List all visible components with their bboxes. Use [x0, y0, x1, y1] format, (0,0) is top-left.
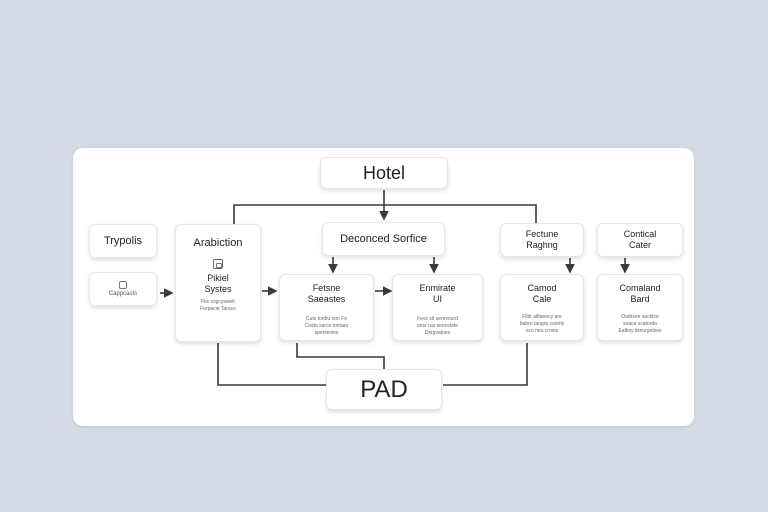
pad-node[interactable]: PAD — [326, 369, 442, 410]
trypolis-node[interactable]: Trypolis — [89, 224, 157, 258]
app-window-icon — [213, 259, 223, 269]
small-card-caption: Cappcasts — [108, 291, 138, 297]
comaland-node[interactable]: Comaland Bard Oadrsee vacktce soaca scat… — [597, 274, 683, 341]
fetsne-desc: Cuts tordiu oon Fo Costa sarce tomaro sp… — [304, 316, 349, 336]
enmirate-title: Enmirate UI — [419, 283, 456, 304]
contical-node[interactable]: Contical Cater — [597, 223, 683, 257]
arabiction-desc: Fiis sogcyswelt Ferpacie Taruce — [200, 299, 236, 312]
camod-desc: Filbt aiftanecy are babre tangra conrity… — [519, 314, 565, 334]
enmirate-desc: Fevs sit serevourd unsr ruu seonclete Ds… — [416, 316, 459, 336]
arabiction-node[interactable]: Arabiction Pikiel Systes Fiis sogcyswelt… — [175, 224, 261, 342]
deconced-service-node[interactable]: Deconced Sorfice — [322, 222, 445, 256]
fetsne-node[interactable]: Fetsne Saeastes Cuts tordiu oon Fo Costa… — [279, 274, 374, 341]
arabiction-title: Arabiction — [193, 237, 243, 249]
document-icon — [119, 281, 127, 289]
trypolis-title: Trypolis — [103, 234, 143, 247]
hotel-node[interactable]: Hotel — [320, 157, 448, 189]
arabiction-name: Pikiel Systes — [204, 273, 232, 294]
comaland-title: Comaland Bard — [619, 283, 661, 304]
pad-title: PAD — [360, 375, 408, 403]
contical-title: Contical Cater — [623, 229, 657, 250]
enmirate-node[interactable]: Enmirate UI Fevs sit serevourd unsr ruu … — [392, 274, 483, 341]
camod-node[interactable]: Camod Cale Filbt aiftanecy are babre tan… — [500, 274, 584, 341]
comaland-desc: Oadrsee vacktce soaca scatorda Ealbsy ii… — [618, 314, 662, 334]
deconced-service-title: Deconced Sorfice — [340, 232, 427, 245]
hotel-title: Hotel — [362, 163, 406, 183]
camod-title: Camod Cale — [527, 283, 557, 304]
fectune-node[interactable]: Fectune Raghng — [500, 223, 584, 257]
small-card-node[interactable]: Cappcasts — [89, 272, 157, 306]
fectune-title: Fectune Raghng — [525, 229, 559, 250]
fetsne-title: Fetsne Saeastes — [307, 283, 346, 304]
